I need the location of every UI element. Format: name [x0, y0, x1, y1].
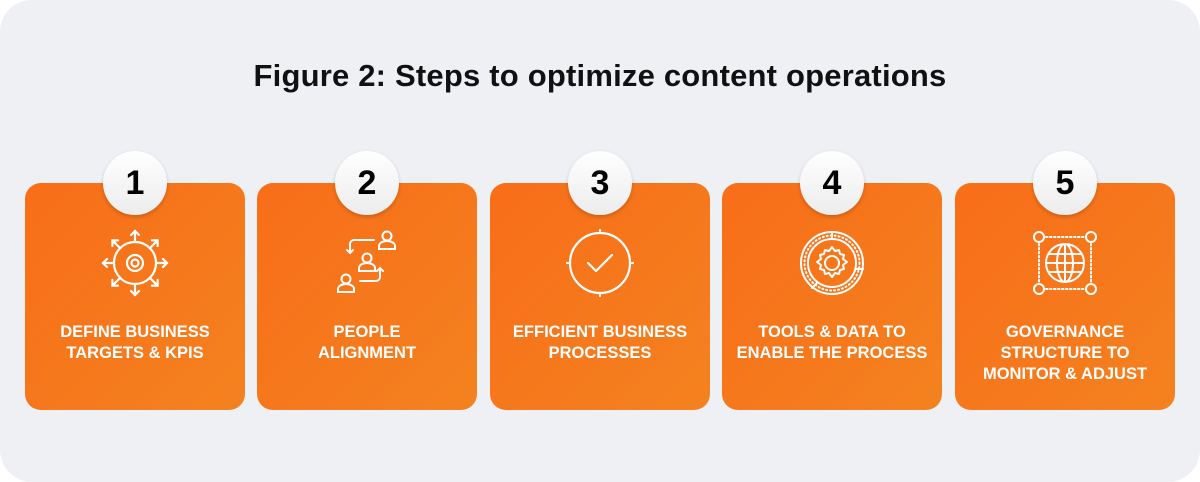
step-label-line: GOVERNANCE [1005, 323, 1125, 341]
step-number-badge: 2 [335, 151, 399, 215]
step-label-line: TOOLS & DATA TO [758, 323, 906, 341]
people-alignment-icon [337, 230, 396, 293]
step-number-badge: 5 [1033, 151, 1097, 215]
step-card-1: 1 DEFINE BUSINESS TARGETS & KPIS [25, 151, 245, 410]
check-circle-icon [565, 228, 635, 298]
step-label-line: PEOPLE [333, 323, 401, 341]
target-arrows-icon [101, 229, 169, 297]
step-label: DEFINE BUSINESS TARGETS & KPIS [33, 322, 237, 364]
step-label-line: ALIGNMENT [317, 344, 417, 362]
step-number-badge: 4 [800, 151, 864, 215]
figure-title: Figure 2: Steps to optimize content oper… [253, 58, 947, 93]
step-card-4: 4 TOOLS & DATA TO ENABLE THE PROCESS [722, 151, 942, 410]
step-label: TOOLS & DATA TO ENABLE THE PROCESS [730, 322, 934, 364]
step-label-line: MONITOR & ADJUST [982, 365, 1148, 383]
step-label: PEOPLE ALIGNMENT [265, 322, 469, 364]
step-number-badge: 3 [568, 151, 632, 215]
globe-frame-icon [1033, 231, 1097, 295]
step-label-line: STRUCTURE TO [1000, 344, 1130, 362]
step-label-line: TARGETS & KPIS [66, 344, 204, 362]
step-label: GOVERNANCE STRUCTURE TO MONITOR & ADJUST [963, 322, 1167, 385]
step-number-badge: 1 [103, 151, 167, 215]
step-label-line: ENABLE THE PROCESS [736, 344, 928, 362]
step-card-3: 3 EFFICIENT BUSINESS PROCESSES [490, 151, 710, 410]
step-label-line: DEFINE BUSINESS [60, 323, 210, 341]
step-card-5: 5 GOVERNANCE STRUCTURE TO MONITOR & ADJU… [955, 151, 1175, 410]
step-label-line: EFFICIENT BUSINESS [512, 323, 688, 341]
step-label: EFFICIENT BUSINESS PROCESSES [498, 322, 702, 364]
step-label-line: PROCESSES [548, 344, 652, 362]
gear-dial-icon [800, 231, 864, 295]
step-card-2: 2 PEOPLE ALIGNMENT [257, 151, 477, 410]
